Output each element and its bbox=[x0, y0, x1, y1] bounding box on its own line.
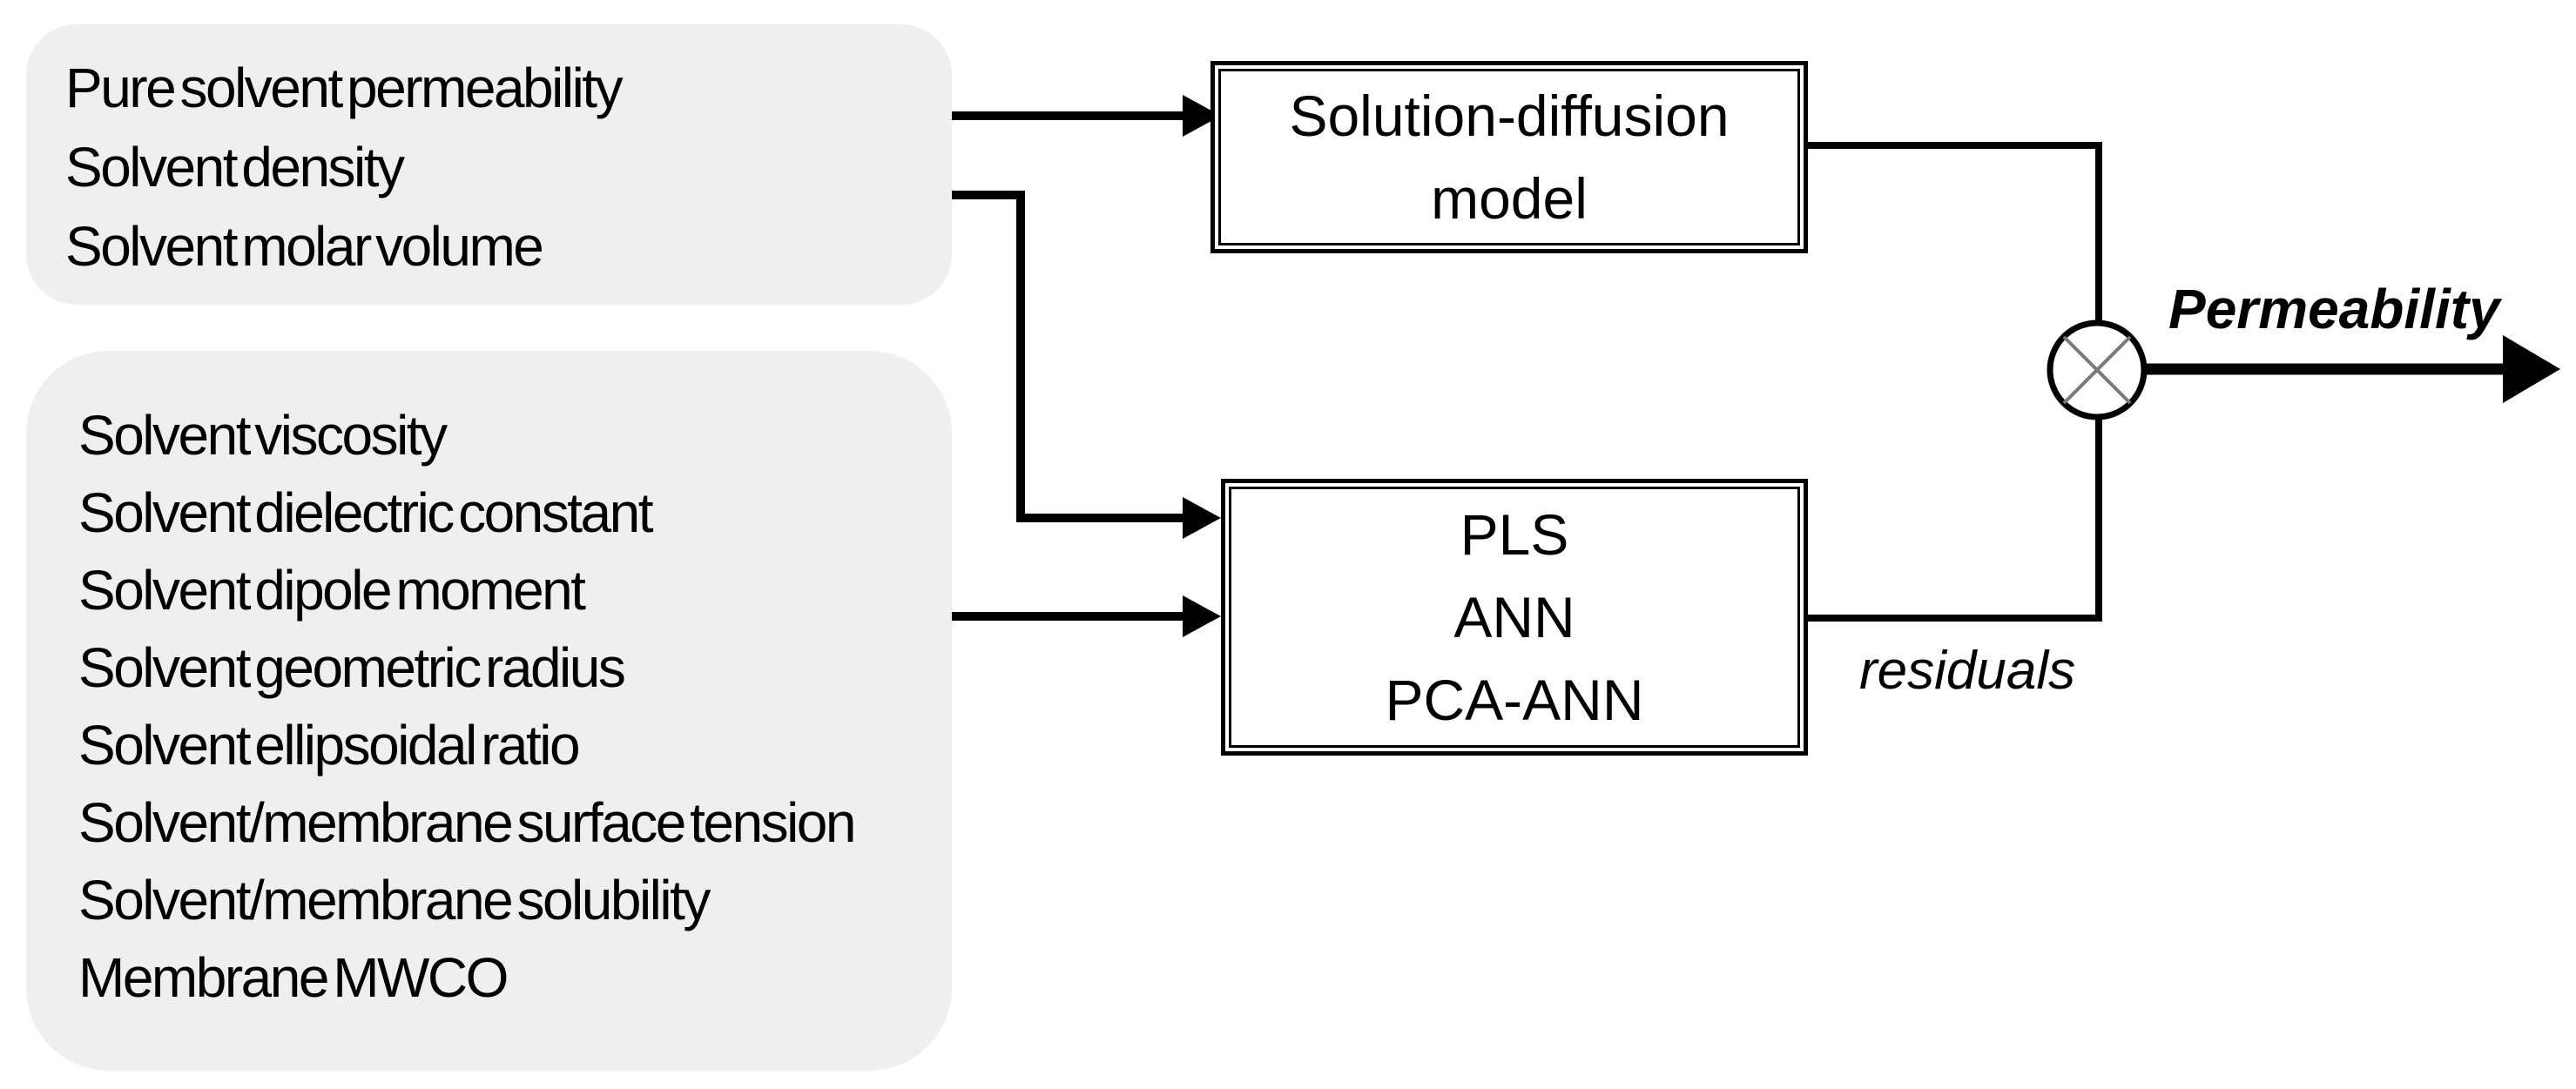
input-item: Solvent dielectric constant bbox=[78, 481, 654, 544]
model-box-line: model bbox=[1431, 165, 1588, 231]
model-box-line: PLS bbox=[1460, 501, 1569, 567]
input-panel-solution-diffusion: Pure solvent permeability Solvent densit… bbox=[26, 24, 952, 305]
input-item: Solvent geometric radius bbox=[78, 636, 626, 699]
data-driven-models-box: PLS ANN PCA-ANN bbox=[1221, 479, 1808, 756]
model-box-line: Solution-diffusion bbox=[1289, 83, 1730, 148]
connector-data-driven-to-junction bbox=[1808, 416, 2102, 622]
arrowhead-inputs-to-data-driven-top-icon bbox=[1183, 497, 1221, 539]
multiply-junction-cross-line-2 bbox=[2062, 335, 2132, 405]
solution-diffusion-model-box-inner: Solution-diffusion model bbox=[1218, 69, 1800, 245]
input-item: Solvent ellipsoidal ratio bbox=[78, 714, 581, 776]
arrowhead-inputs-to-solution-diffusion-icon bbox=[1183, 95, 1221, 137]
input-item: Solvent/membrane solubility bbox=[78, 869, 711, 931]
input-item: Solvent density bbox=[65, 136, 405, 198]
residuals-output-label: residuals bbox=[1859, 641, 2076, 701]
permeability-output-label: Permeability bbox=[2168, 278, 2500, 340]
arrowhead-permeability-output-icon bbox=[2503, 335, 2560, 403]
input-item: Solvent molar volume bbox=[65, 215, 544, 278]
arrow-line-inputs-to-data-driven-top bbox=[952, 191, 1186, 522]
model-box-line: PCA-ANN bbox=[1385, 667, 1644, 732]
input-item: Membrane MWCO bbox=[78, 946, 509, 1009]
input-item: Solvent viscosity bbox=[78, 404, 448, 467]
input-item: Solvent/membrane surface tension bbox=[78, 791, 856, 854]
input-item: Solvent dipole moment bbox=[78, 559, 586, 622]
input-panel-data-driven: Solvent viscosity Solvent dielectric con… bbox=[26, 351, 952, 1071]
input-item: Pure solvent permeability bbox=[65, 57, 624, 119]
model-box-line: ANN bbox=[1453, 584, 1575, 649]
solution-diffusion-model-box: Solution-diffusion model bbox=[1210, 61, 1808, 253]
arrowhead-inputs-to-data-driven-middle-icon bbox=[1183, 595, 1221, 637]
connector-solution-diffusion-to-junction bbox=[1808, 142, 2102, 324]
data-driven-models-box-inner: PLS ANN PCA-ANN bbox=[1229, 487, 1800, 748]
